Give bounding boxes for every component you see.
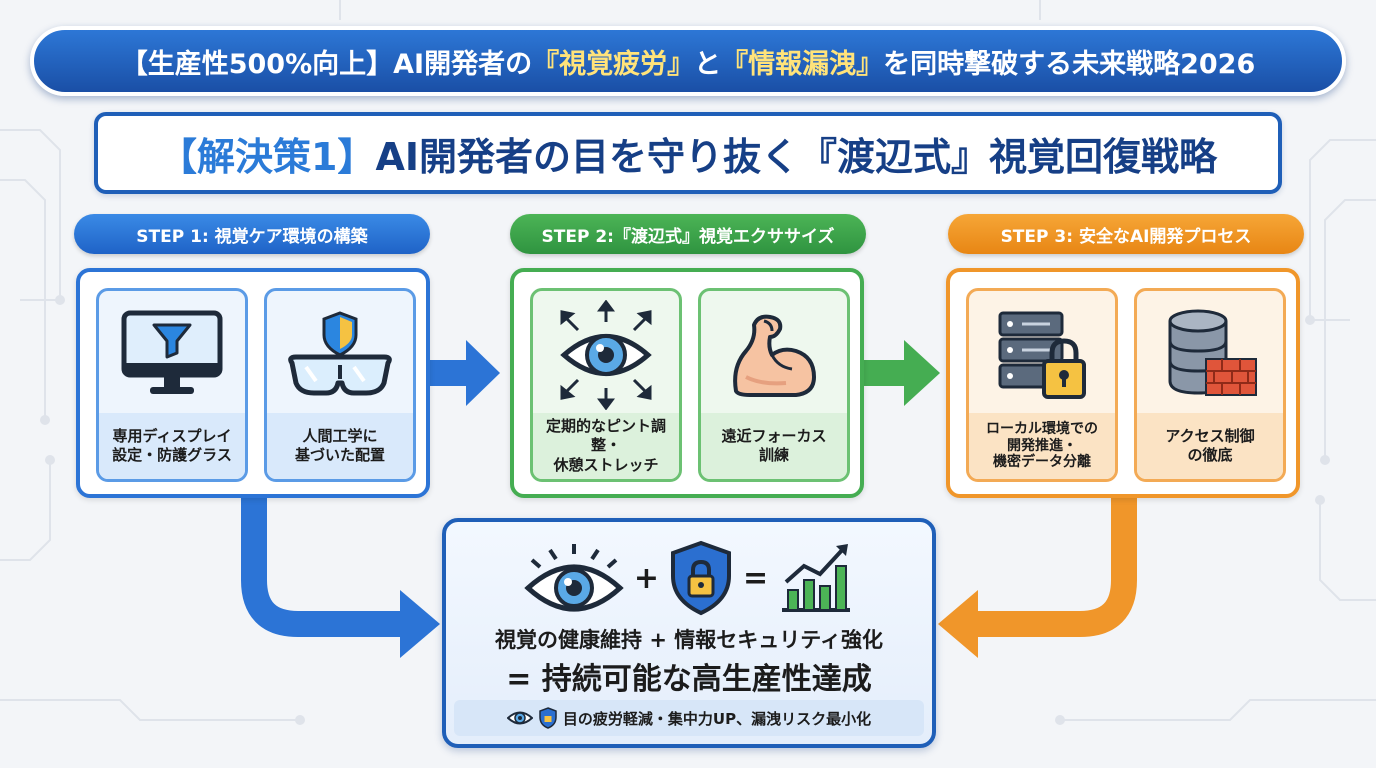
step-3-panel: ローカル環境での開発推進・機密データ分離 xyxy=(946,268,1300,498)
eye-icon xyxy=(524,544,624,612)
step-2-panel: 定期的なピント調整・休憩ストレッチ 遠近フォーカス訓練 xyxy=(510,268,864,498)
result-box: + = 視覚の健康維持 + 情報セキュリティ強化 = 持続可能な高生産性達成 xyxy=(442,518,936,748)
step-1-card-ergonomics-caption: 人間工学に基づいた配置 xyxy=(267,413,413,479)
step-1-label: STEP 1: 視覚ケア環境の構築 xyxy=(74,214,430,254)
step-3-card-access-control-caption: アクセス制御の徹底 xyxy=(1137,413,1283,479)
step-1-card-ergonomics: 人間工学に基づいた配置 xyxy=(264,288,416,482)
step-1-card-display-caption: 専用ディスプレイ設定・防護グラス xyxy=(99,413,245,479)
equals-sign: = xyxy=(743,560,769,596)
step-1-panel: 専用ディスプレイ設定・防護グラス 人間工学に基づいた配置 xyxy=(76,268,430,498)
step-2-card-focus-caption: 定期的なピント調整・休憩ストレッチ xyxy=(533,413,679,479)
banner-highlight-2: 『情報漏洩』 xyxy=(721,48,884,80)
small-shield-icon xyxy=(539,707,557,729)
step-2-label: STEP 2:『渡辺式』視覚エクササイズ xyxy=(510,214,866,254)
banner-text-2: と xyxy=(694,48,722,80)
step-3-label: STEP 3: 安全なAI開発プロセス xyxy=(948,214,1304,254)
server-lock-icon xyxy=(998,311,1086,399)
step-1-card-display: 専用ディスプレイ設定・防護グラス xyxy=(96,288,248,482)
solution-title: 【解決策1】AI開発者の目を守り抜く『渡辺式』視覚回復戦略 xyxy=(94,112,1282,194)
solution-tag: 【解決策1】 xyxy=(158,134,376,179)
result-footer-text: 目の疲労軽減・集中力UP、漏洩リスク最小化 xyxy=(562,709,872,728)
solution-heading: AI開発者の目を守り抜く『渡辺式』視覚回復戦略 xyxy=(375,134,1217,179)
step-2-card-training: 遠近フォーカス訓練 xyxy=(698,288,850,482)
eye-arrows-icon xyxy=(560,300,652,410)
small-eye-icon xyxy=(506,711,533,725)
step-3-card-local-dev: ローカル環境での開発推進・機密データ分離 xyxy=(966,288,1118,482)
monitor-filter-icon xyxy=(121,310,223,394)
step-3-card-access-control: アクセス制御の徹底 xyxy=(1134,288,1286,482)
banner-text-3: を同時撃破する未来戦略2026 xyxy=(883,48,1256,80)
result-equation: + = xyxy=(446,536,932,620)
banner-highlight-1: 『視覚疲労』 xyxy=(532,48,695,80)
security-shield-icon xyxy=(671,540,731,616)
step-2-card-training-caption: 遠近フォーカス訓練 xyxy=(701,413,847,479)
flexed-arm-icon xyxy=(733,314,816,397)
main-banner-title: 【生産性500%向上】AI開発者の『視覚疲労』と『情報漏洩』を同時撃破する未来戦… xyxy=(30,26,1346,96)
result-line-2: = 持続可能な高生産性達成 xyxy=(506,662,872,697)
step-2-card-focus: 定期的なピント調整・休憩ストレッチ xyxy=(530,288,682,482)
result-footer: 目の疲労軽減・集中力UP、漏洩リスク最小化 xyxy=(454,700,924,736)
step-3-card-local-dev-caption: ローカル環境での開発推進・機密データ分離 xyxy=(969,413,1115,479)
shield-glasses-icon xyxy=(288,311,392,396)
growth-chart-icon xyxy=(782,544,851,612)
result-line-1: 視覚の健康維持 + 情報セキュリティ強化 xyxy=(495,628,883,652)
plus-sign: + xyxy=(633,560,659,596)
database-firewall-icon xyxy=(1168,309,1257,396)
banner-text-1: 【生産性500%向上】AI開発者の xyxy=(120,48,533,80)
